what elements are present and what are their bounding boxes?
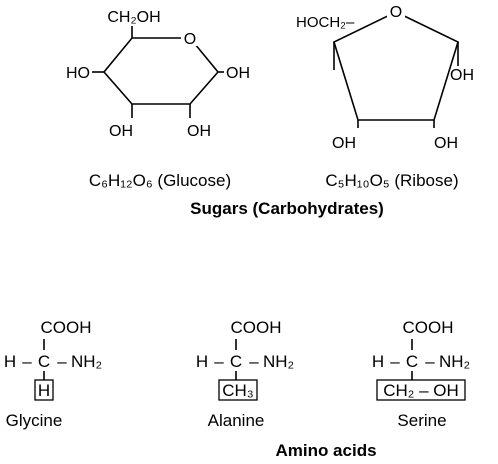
glycine-name: Glycine <box>6 411 63 430</box>
glucose-oxygen-gap <box>181 30 199 46</box>
glucose-oh-right-label: OH <box>226 65 250 82</box>
glycine-side-chain-box <box>34 379 54 401</box>
serine-alpha-carbon: C <box>406 352 418 371</box>
alanine-alpha-carbon: C <box>230 352 242 371</box>
glycine-structure: COOH H – C – NH₂ H Glycine <box>4 318 102 430</box>
glycine-dash-right: – <box>57 352 67 371</box>
alanine-carboxyl: COOH <box>231 318 282 337</box>
serine-side-chain-box <box>376 379 466 401</box>
ribose-ring <box>333 11 459 121</box>
serine-dash-left: – <box>390 352 400 371</box>
glycine-alpha-carbon: C <box>38 352 50 371</box>
glycine-dash-left: – <box>22 352 32 371</box>
ribose-oh-bottom-right-label: OH <box>434 135 458 152</box>
glucose-ring <box>102 37 220 105</box>
amino-acids-section-title: Amino acids <box>275 441 376 460</box>
glucose-oh-bottom-left-label: OH <box>109 123 133 140</box>
glucose-structure: O CH₂OH HO OH OH OH C₆H₁₂O₆ (Glucose) <box>66 9 250 190</box>
serine-hydrogen: H <box>372 352 384 371</box>
serine-dash-right: – <box>425 352 435 371</box>
glucose-ho-label: HO <box>66 65 90 82</box>
alanine-side-chain-box <box>218 379 258 401</box>
ribose-formula-caption: C₅H₁₀O₅ (Ribose) <box>325 171 458 190</box>
ribose-structure: O HOCH₂– OH OH OH C₅H₁₀O₅ (Ribose) <box>296 2 474 190</box>
alanine-dash-left: – <box>214 352 224 371</box>
alanine-hydrogen: H <box>196 352 208 371</box>
serine-amino: NH₂ <box>439 352 470 371</box>
serine-carboxyl: COOH <box>403 318 454 337</box>
alanine-side-chain: CH₃ <box>222 381 253 400</box>
glycine-carboxyl: COOH <box>41 318 92 337</box>
glucose-ring-oxygen: O <box>184 31 196 48</box>
alanine-amino: NH₂ <box>263 352 294 371</box>
serine-side-chain: CH₂ – OH <box>383 381 459 400</box>
alanine-name: Alanine <box>208 411 265 430</box>
serine-structure: COOH H – C – NH₂ CH₂ – OH Serine <box>372 318 470 430</box>
glycine-side-chain: H <box>38 381 50 400</box>
glucose-ch2oh-label: CH₂OH <box>107 9 160 26</box>
alanine-dash-right: – <box>249 352 259 371</box>
alanine-structure: COOH H – C – NH₂ CH₃ Alanine <box>196 318 294 430</box>
ribose-hoch2-label: HOCH₂– <box>296 14 355 31</box>
glycine-hydrogen: H <box>4 352 16 371</box>
serine-name: Serine <box>397 411 446 430</box>
glucose-formula-caption: C₆H₁₂O₆ (Glucose) <box>89 171 231 190</box>
glycine-amino: NH₂ <box>71 352 102 371</box>
glucose-oh-bottom-right-label: OH <box>187 123 211 140</box>
ribose-ring-oxygen: O <box>390 4 402 21</box>
sugars-section-title: Sugars (Carbohydrates) <box>190 199 384 218</box>
ribose-oxygen-gap <box>387 2 405 20</box>
ribose-oh-bottom-left-label: OH <box>332 135 356 152</box>
ribose-oh-right-label: OH <box>450 67 474 84</box>
